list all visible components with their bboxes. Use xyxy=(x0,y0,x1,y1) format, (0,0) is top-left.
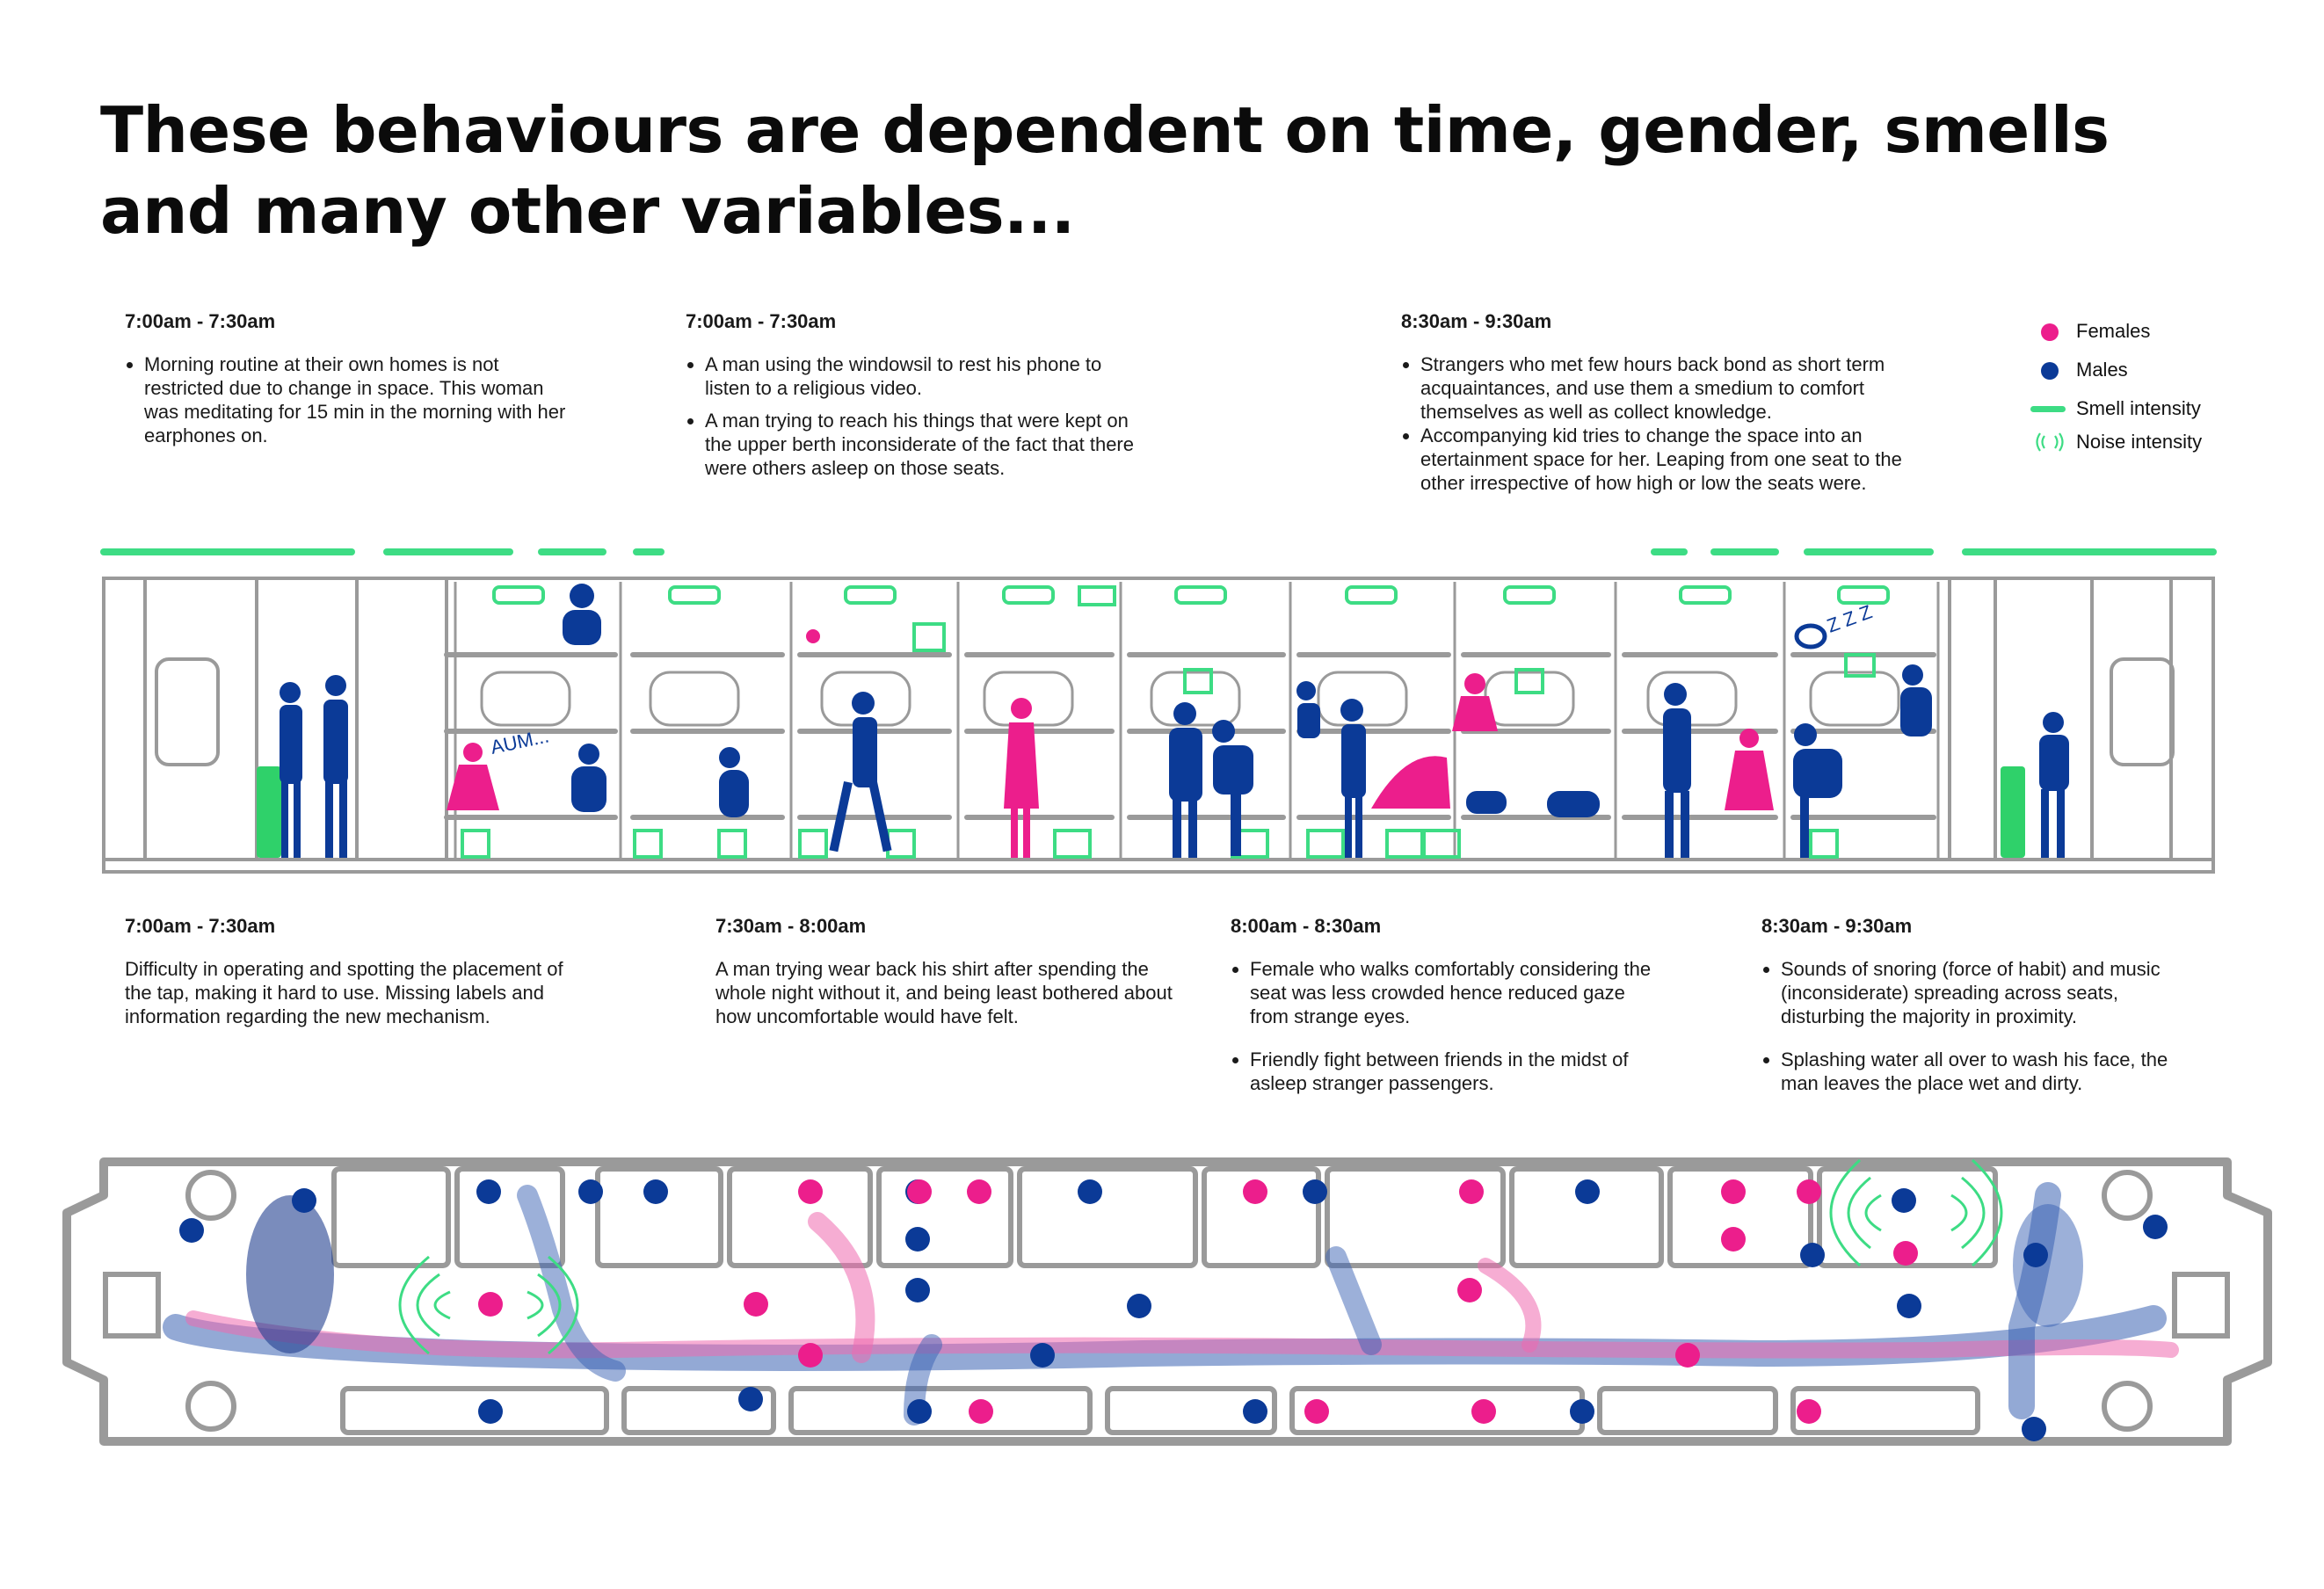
plan-compartments xyxy=(103,1166,2230,1435)
note-bottom-3: 8:00am - 8:30am Female who walks comfort… xyxy=(1231,914,1652,1095)
note-bullet: A man using the windowsil to rest his ph… xyxy=(705,352,1143,400)
sink-units xyxy=(257,766,2025,858)
noise-rings xyxy=(398,1158,2003,1355)
legend-label: Smell intensity xyxy=(2076,397,2201,419)
note-bullet: Friendly fight between friends in the mi… xyxy=(1250,1048,1652,1095)
female-dot-icon xyxy=(2041,323,2059,341)
legend-label: Females xyxy=(2076,320,2151,342)
coach-outline xyxy=(102,577,2215,874)
legend-noise: Noise intensity xyxy=(2030,429,2202,455)
legend-males: Males xyxy=(2030,357,2202,383)
female-movement-path xyxy=(185,1310,2179,1359)
plan-outline xyxy=(62,1157,2272,1446)
legend: Females Males Smell intensity Noise inte… xyxy=(2030,318,2202,468)
note-time: 7:30am - 8:00am xyxy=(715,915,867,937)
male-branch-path xyxy=(1325,1246,1382,1355)
passenger-dots xyxy=(179,1179,2168,1441)
movement-paths xyxy=(163,1182,2179,1426)
legend-label: Noise intensity xyxy=(2076,431,2203,453)
note-top-3: 8:30am - 9:30am Strangers who met few ho… xyxy=(1401,309,1911,495)
note-time: 8:30am - 9:30am xyxy=(1761,915,1913,937)
note-time: 8:30am - 9:30am xyxy=(1401,310,1552,332)
figures-female xyxy=(447,629,1774,858)
note-bullet: A man trying to reach his things that we… xyxy=(705,409,1143,480)
note-bullet: Sounds of snoring (force of habit) and m… xyxy=(1781,957,2192,1028)
figures-male xyxy=(280,584,2069,858)
note-time: 7:00am - 7:30am xyxy=(686,310,837,332)
female-branch-path xyxy=(1478,1258,1542,1353)
note-bottom-2: 7:30am - 8:00am A man trying wear back h… xyxy=(715,914,1199,1028)
note-text: Difficulty in operating and spotting the… xyxy=(125,958,563,1027)
note-time: 8:00am - 8:30am xyxy=(1231,915,1382,937)
berth-dividers xyxy=(454,582,1940,860)
note-bullet: Strangers who met few hours back bond as… xyxy=(1420,352,1911,424)
note-bottom-4: 8:30am - 9:30am Sounds of snoring (force… xyxy=(1761,914,2192,1095)
headline: These behaviours are dependent on time, … xyxy=(100,93,2110,248)
coach-side-sketch: AUM... Z Z Z xyxy=(100,548,2217,874)
note-top-2: 7:00am - 7:30am A man using the windowsi… xyxy=(686,309,1143,480)
windows xyxy=(480,671,1900,727)
note-time: 7:00am - 7:30am xyxy=(125,310,276,332)
female-branch-path xyxy=(808,1212,875,1363)
note-bottom-1: 7:00am - 7:30am Difficulty in operating … xyxy=(125,914,582,1028)
note-bullet: Morning routine at their own homes is no… xyxy=(144,352,582,447)
legend-females: Females xyxy=(2030,318,2202,345)
note-text: A man trying wear back his shirt after s… xyxy=(715,958,1173,1027)
male-dot-icon xyxy=(2041,362,2059,380)
coach-floor-plan xyxy=(62,1157,2272,1446)
note-bullet: Splashing water all over to wash his fac… xyxy=(1781,1048,2192,1095)
smell-line-icon xyxy=(2030,406,2066,412)
luggage-sketches xyxy=(461,585,1890,859)
note-time: 7:00am - 7:30am xyxy=(125,915,276,937)
noise-wave-icon xyxy=(2036,432,2064,452)
legend-smell: Smell intensity xyxy=(2030,395,2202,422)
male-cluster-path xyxy=(246,1195,334,1353)
note-bullet: Female who walks comfortably considering… xyxy=(1250,957,1652,1028)
legend-label: Males xyxy=(2076,359,2128,381)
note-bullet: Accompanying kid tries to change the spa… xyxy=(1420,424,1911,495)
note-top-1: 7:00am - 7:30am Morning routine at their… xyxy=(125,309,582,447)
male-cluster-path xyxy=(2013,1204,2083,1327)
snore-label: Z Z Z xyxy=(1824,600,1875,636)
male-branch-path xyxy=(517,1185,626,1382)
